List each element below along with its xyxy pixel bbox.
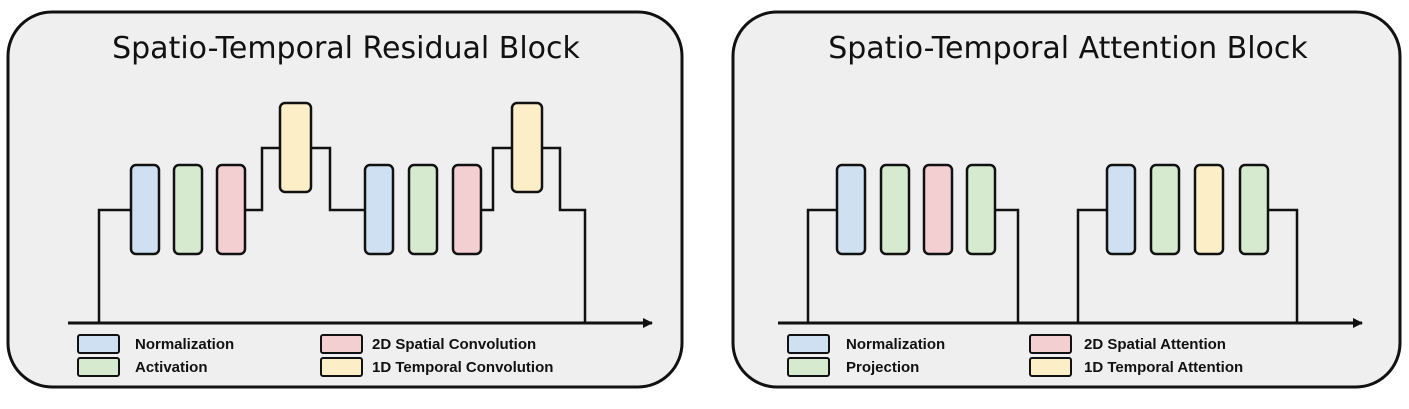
attention-block-panel: Spatio-Temporal Attention Block Normaliz… bbox=[731, 10, 1402, 389]
residual-block-panel: Spatio-Temporal Residual Block Normaliza… bbox=[6, 10, 684, 389]
residual-block-temporal-conv-1 bbox=[278, 101, 313, 194]
residual-legend-label-normalization: Normalization bbox=[135, 336, 234, 353]
residual-block-spatial-conv-1 bbox=[215, 163, 247, 256]
residual-panel-title: Spatio-Temporal Residual Block bbox=[112, 31, 580, 66]
attention-legend-swatch-projection bbox=[787, 357, 830, 377]
residual-legend-label-activation: Activation bbox=[135, 359, 208, 376]
attention-legend-label-normalization: Normalization bbox=[846, 336, 945, 353]
attention-connection-path-1 bbox=[806, 208, 1020, 323]
attention-legend-label-projection: Projection bbox=[846, 359, 919, 376]
attention-legend: Normalization Projection 2D Spatial Atte… bbox=[787, 334, 1243, 377]
residual-block-activation-1 bbox=[172, 163, 204, 256]
attention-panel-frame bbox=[731, 10, 1402, 389]
attention-legend-label-spatial: 2D Spatial Attention bbox=[1084, 336, 1226, 353]
residual-block-spatial-conv-2 bbox=[451, 163, 483, 256]
attention-block-normalization-2 bbox=[1105, 163, 1137, 256]
attention-legend-swatch-temporal bbox=[1029, 357, 1072, 377]
attention-block-projection-4 bbox=[1238, 163, 1270, 256]
attention-block-temporal-attn bbox=[1193, 163, 1225, 256]
attention-panel-title: Spatio-Temporal Attention Block bbox=[828, 31, 1308, 66]
attention-block-normalization-1 bbox=[835, 163, 867, 256]
residual-legend-swatch-normalization bbox=[77, 334, 120, 354]
attention-block-projection-2 bbox=[965, 163, 997, 256]
residual-legend-label-spatial: 2D Spatial Convolution bbox=[372, 336, 536, 353]
attention-block-spatial-attn bbox=[922, 163, 954, 256]
attention-block-projection-3 bbox=[1149, 163, 1181, 256]
attention-legend-swatch-normalization bbox=[787, 334, 830, 354]
attention-block-projection-1 bbox=[879, 163, 911, 256]
residual-connection-path bbox=[97, 146, 587, 323]
residual-legend-swatch-spatial bbox=[320, 334, 363, 354]
residual-legend-label-temporal: 1D Temporal Convolution bbox=[372, 359, 553, 376]
residual-block-temporal-conv-2 bbox=[510, 101, 544, 194]
residual-legend-swatch-temporal bbox=[320, 357, 363, 377]
residual-block-normalization-2 bbox=[363, 163, 395, 256]
attention-legend-label-temporal: 1D Temporal Attention bbox=[1084, 359, 1243, 376]
residual-legend-swatch-activation bbox=[77, 357, 120, 377]
residual-panel-frame bbox=[6, 10, 684, 389]
attention-legend-swatch-spatial bbox=[1029, 334, 1072, 354]
residual-legend: Normalization Activation 2D Spatial Conv… bbox=[77, 334, 553, 377]
attention-connection-path-2 bbox=[1076, 208, 1299, 323]
residual-block-activation-2 bbox=[407, 163, 439, 256]
residual-block-normalization-1 bbox=[129, 163, 161, 256]
